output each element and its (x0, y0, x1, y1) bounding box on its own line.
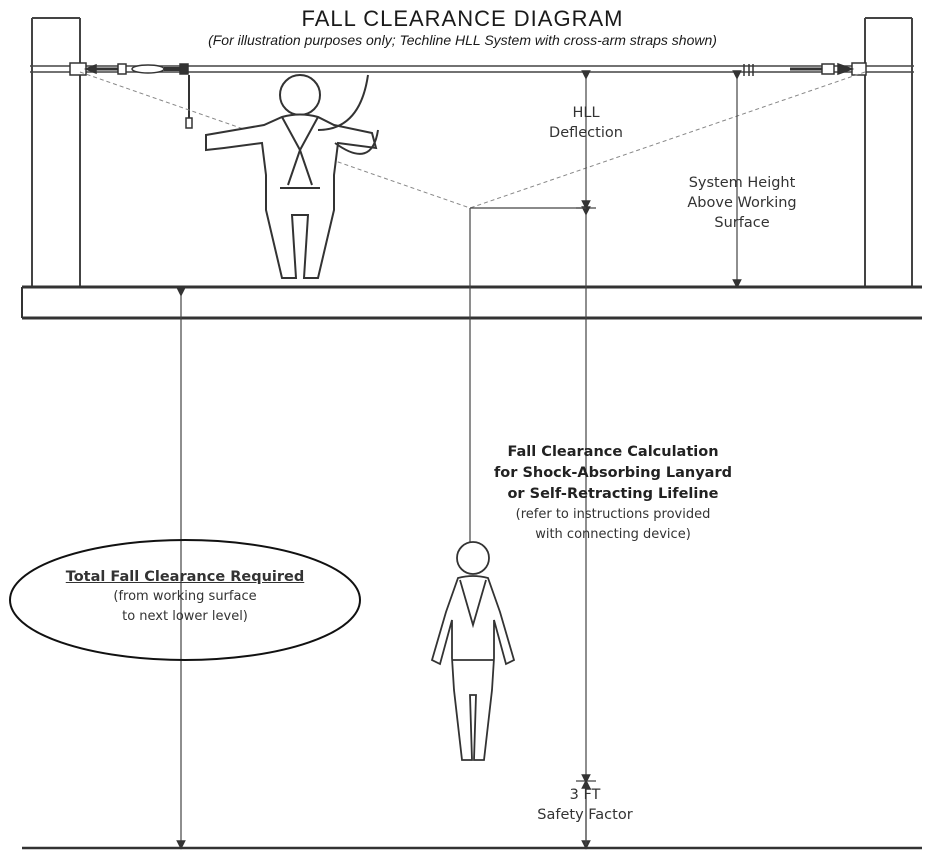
horizontal-lifeline (30, 65, 914, 73)
right-anchor-hardware (743, 62, 867, 76)
worker-falling-figure (430, 541, 516, 761)
left-anchor-hardware (69, 62, 193, 129)
system-height-label: System Height Above Working Surface (687, 175, 797, 231)
total-clearance-ellipse (9, 539, 361, 661)
fall-clearance-calc-label: Fall Clearance Calculation for Shock-Abs… (493, 444, 732, 542)
hll-deflection-label: HLL Deflection (549, 105, 623, 141)
worker-standing-figure (205, 74, 379, 279)
right-column (864, 17, 913, 287)
diagram-subtitle: (For illustration purposes only; Techlin… (208, 32, 717, 48)
working-surface (21, 285, 922, 320)
left-column (31, 17, 81, 287)
safety-factor-label: 3 FT Safety Factor (537, 787, 633, 823)
total-clearance-label: Total Fall Clearance Required (from work… (65, 569, 305, 624)
diagram-title: FALL CLEARANCE DIAGRAM (301, 6, 624, 31)
